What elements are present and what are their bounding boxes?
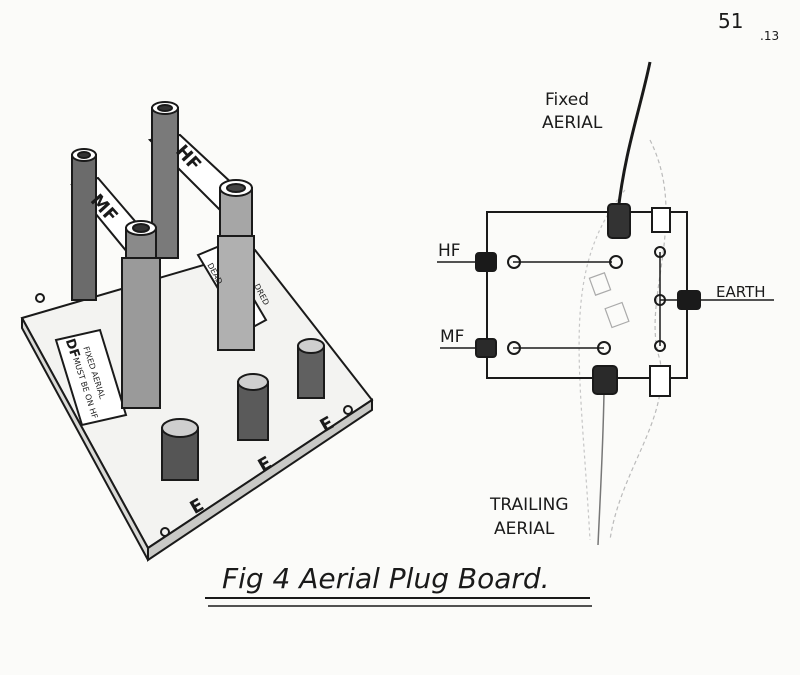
- base-plate-edge-right: [147, 398, 373, 562]
- hf-terminal-right: [609, 255, 623, 269]
- fixed-aerial-label-line-2: AERIAL: [542, 113, 603, 133]
- fixed-aerial-lead: [616, 61, 652, 213]
- hf-plug: [475, 252, 497, 272]
- screw-hole-3: [160, 527, 170, 537]
- earth-terminal-mid: [654, 294, 666, 306]
- front-plate-initials: DF: [62, 337, 82, 360]
- mf-plug: [475, 338, 497, 358]
- trailing-aerial-socket: [592, 365, 618, 395]
- trailing-aerial-label-line-2: AERIAL: [494, 519, 555, 539]
- mf-front-tube: [121, 220, 161, 409]
- pencil-block-2: [604, 301, 630, 329]
- figure-caption: Fig 4 Aerial Plug Board.: [222, 562, 550, 595]
- earth-socket-2: [237, 373, 269, 441]
- earth-terminal-bottom: [654, 340, 666, 352]
- mf-terminal-left: [507, 341, 521, 355]
- fixed-aerial-label-line-1: Fixed: [545, 90, 589, 110]
- pencil-block-1: [588, 272, 612, 296]
- earth-terminal-top: [654, 246, 666, 258]
- page-mark: .13: [760, 29, 779, 43]
- trailing-aerial-label-line-1: TRAILING: [489, 495, 569, 515]
- bottom-right-socket: [649, 365, 671, 397]
- top-right-socket: [651, 207, 671, 233]
- earth-socket-1: [161, 418, 199, 481]
- front-label-plate: [54, 328, 128, 427]
- plug-board-drawing: [20, 101, 374, 562]
- mf-back-tube: [71, 148, 97, 301]
- fixed-aerial-socket: [607, 203, 631, 239]
- earth-plug: [677, 290, 701, 310]
- trailing-aerial-lead: [597, 391, 605, 546]
- screw-hole-2: [343, 405, 353, 415]
- mf-schematic-label: MF: [440, 327, 464, 347]
- earth-schematic-label: EARTH: [716, 283, 766, 301]
- hf-schematic-label: HF: [438, 241, 461, 261]
- hf-front-tube: [217, 179, 255, 351]
- earth-socket-3: [297, 338, 325, 399]
- screw-hole-1: [35, 293, 45, 303]
- hf-terminal-left: [507, 255, 521, 269]
- mf-terminal-right: [597, 341, 611, 355]
- schematic-diagram: [437, 61, 774, 546]
- page-number: 51: [718, 9, 743, 33]
